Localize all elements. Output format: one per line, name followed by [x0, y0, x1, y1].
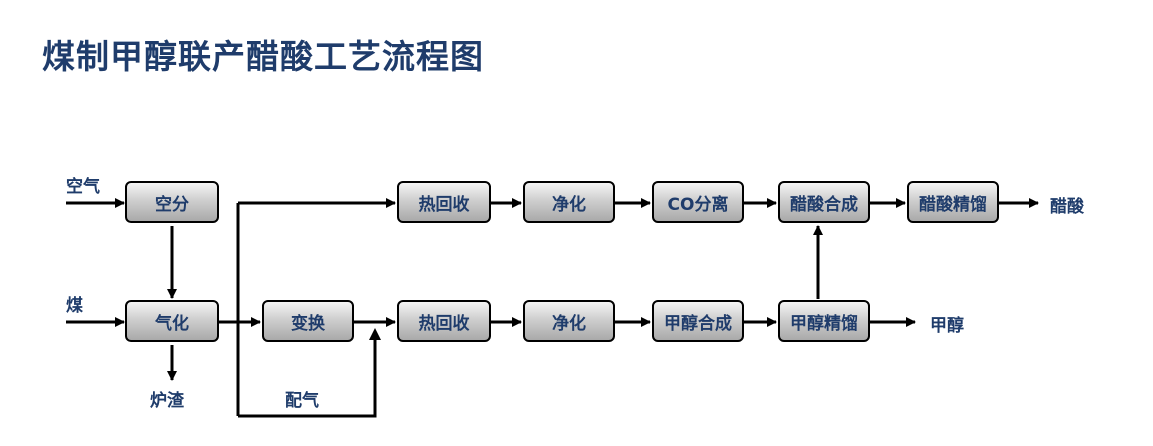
input-air-label: 空气 [66, 177, 100, 197]
co-separation-box: CO分离 [652, 181, 744, 223]
line-gas-blending-bypass [238, 336, 377, 418]
top-purification-box: 净化 [523, 181, 615, 223]
bottom-purification-box: 净化 [523, 300, 615, 342]
output-acetic-acid-label: 醋酸 [1050, 197, 1084, 217]
gas-blending-label: 配气 [285, 391, 319, 411]
shift-box: 变换 [262, 300, 354, 342]
output-slag-label: 炉渣 [150, 391, 184, 411]
input-coal-label: 煤 [66, 296, 83, 316]
diagram-title: 煤制甲醇联产醋酸工艺流程图 [42, 37, 484, 76]
acetic-distillation-box: 醋酸精馏 [907, 181, 999, 223]
air-separation-box: 空分 [125, 181, 219, 223]
gasification-box: 气化 [125, 300, 219, 342]
output-methanol-label: 甲醇 [930, 316, 964, 336]
bottom-heat-recovery-box: 热回收 [397, 300, 491, 342]
methanol-synthesis-box: 甲醇合成 [652, 300, 744, 342]
methanol-distillation-box: 甲醇精馏 [778, 300, 870, 342]
acetic-synthesis-box: 醋酸合成 [778, 181, 870, 223]
arrowhead-gas-blending [369, 328, 381, 340]
top-heat-recovery-box: 热回收 [397, 181, 491, 223]
